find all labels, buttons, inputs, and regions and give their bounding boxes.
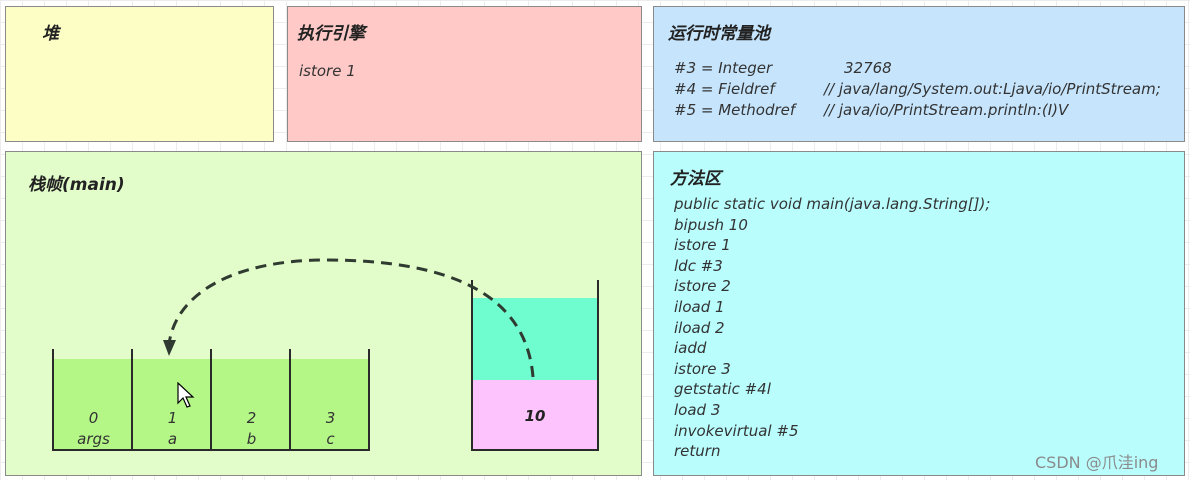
bytecode-line: return: [674, 442, 721, 461]
operand-stack-wall: [597, 280, 599, 451]
slot-name: a: [167, 430, 178, 448]
constant-pool-key: #4 = Fieldref: [674, 80, 775, 98]
bytecode-line: iload 1: [674, 297, 725, 316]
constant-pool-title: 运行时常量池: [668, 24, 770, 44]
current-instruction: istore 1: [299, 62, 356, 80]
constant-pool-entry: #3 = Integer 32768: [674, 59, 1179, 79]
local-variable-slot: 2 b: [212, 357, 291, 451]
cursor-icon: [177, 382, 195, 408]
operand-stack-wall: [471, 280, 473, 451]
constant-pool-panel: 运行时常量池 #3 = Integer 32768 #4 = Fieldref …: [653, 6, 1185, 142]
slot-divider: [52, 349, 54, 451]
slot-fill: [54, 359, 133, 451]
bytecode-line: invokevirtual #5: [674, 421, 799, 440]
transfer-arrow: [163, 258, 535, 378]
slot-divider: [131, 349, 133, 451]
watermark: CSDN @爪洼ing: [1035, 453, 1159, 472]
operand-stack-value: 10: [524, 407, 546, 425]
constant-pool-entry: #4 = Fieldref // java/lang/System.out:Lj…: [674, 80, 1179, 100]
slot-fill: [212, 359, 291, 451]
slot-name: b: [246, 430, 257, 448]
slot-divider: [289, 349, 291, 451]
local-variable-slot: 1 a: [133, 357, 212, 451]
stack-frame-panel: 栈帧(main) 0 args 1 a 2 b 3 c 10: [5, 151, 642, 476]
slot-divider: [210, 349, 212, 451]
local-variable-base: [52, 449, 370, 451]
slot-index: 0: [88, 409, 99, 427]
stack-frame-title: 栈帧(main): [28, 175, 125, 195]
slot-fill: [291, 359, 370, 451]
bytecode-line: istore 1: [674, 236, 731, 255]
execution-engine-panel: 执行引擎 istore 1: [287, 6, 642, 142]
bytecode-line: ldc #3: [674, 256, 723, 275]
bytecode-list: public static void main(java.lang.String…: [674, 194, 990, 462]
method-area-panel: 方法区 public static void main(java.lang.St…: [653, 151, 1185, 476]
constant-pool-key: #5 = Methodref: [674, 101, 796, 119]
bytecode-line: load 3: [674, 400, 721, 419]
slot-index: 3: [325, 409, 336, 427]
bytecode-line: istore 2: [674, 277, 731, 296]
bytecode-line: istore 3: [674, 359, 731, 378]
method-area-title: 方法区: [670, 169, 721, 189]
constant-pool-key: #3 = Integer: [674, 59, 773, 77]
bytecode-line: bipush 10: [674, 215, 748, 234]
bytecode-line: public static void main(java.lang.String…: [674, 195, 991, 213]
bytecode-line: iload 2: [674, 318, 725, 337]
slot-name: args: [77, 430, 110, 448]
operand-stack-empty-slot: [473, 298, 597, 380]
execution-engine-title: 执行引擎: [297, 24, 365, 44]
constant-pool-value: // java/lang/System.out:Ljava/io/PrintSt…: [824, 80, 1161, 98]
bytecode-line: getstatic #4l: [674, 380, 771, 399]
bytecode-line: iadd: [674, 339, 707, 358]
slot-index: 2: [246, 409, 257, 427]
local-variable-slot: 0 args: [54, 357, 133, 451]
slot-divider: [368, 349, 370, 451]
local-variable-slot: 3 c: [291, 357, 370, 451]
heap-panel: 堆: [5, 6, 274, 142]
operand-stack-value-slot: [473, 380, 597, 451]
slot-name: c: [326, 430, 335, 448]
constant-pool-value: 32768: [844, 59, 892, 77]
constant-pool-entry: #5 = Methodref // java/io/PrintStream.pr…: [674, 101, 1179, 121]
operand-stack-base: [471, 449, 599, 451]
constant-pool-value: // java/io/PrintStream.println:(I)V: [824, 101, 1069, 119]
slot-fill: [133, 359, 212, 451]
heap-title: 堆: [42, 24, 59, 44]
slot-index: 1: [167, 409, 178, 427]
